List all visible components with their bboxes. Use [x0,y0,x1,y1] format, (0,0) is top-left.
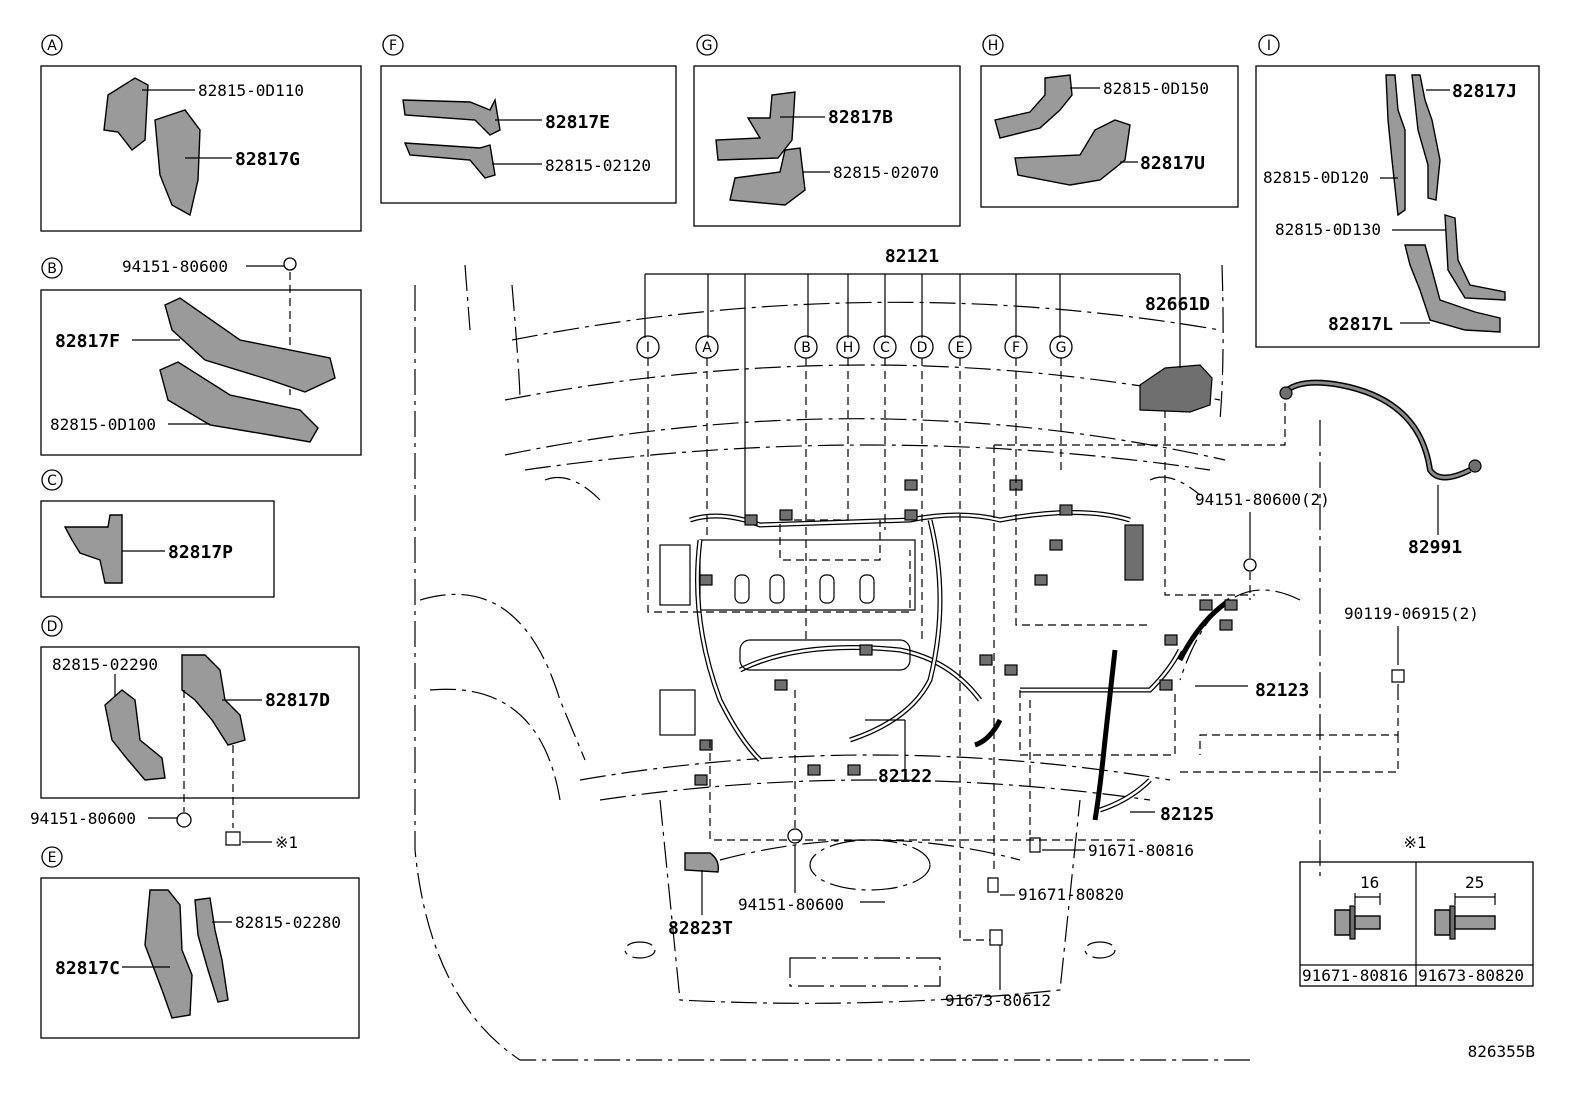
part-82817G: 82817G [235,149,300,170]
section-f: F 82817E 82815-02120 [380,34,677,204]
part-82815-0D150: 82815-0D150 [1103,79,1209,98]
section-a: A 82815-0D110 82817G [40,34,362,232]
part-90119-06915-2: 90119-06915(2) [1344,604,1479,623]
callout-b: B [801,340,811,356]
section-i-letter: I [1267,38,1271,54]
part-82817L: 82817L [1328,314,1393,335]
bolt-1: 16 91671-80816 [1302,873,1408,985]
part-82817F: 82817F [55,331,120,352]
section-d: D 82815-02290 82817D 94151-80600 ※1 [30,615,360,852]
callout-e: E [956,340,965,356]
callout-a: A [702,340,712,356]
part-82991: 82991 [1408,537,1462,558]
part-94151-80600-2: 94151-80600(2) [1195,490,1330,509]
section-b-letter: B [47,261,57,277]
section-g: G 82817B 82815-02070 [693,34,961,227]
connectors [694,479,1238,786]
callout-c: C [880,340,890,356]
part-82817U: 82817U [1140,153,1205,174]
callout-d: D [917,340,928,356]
part-94151-80600-d: 94151-80600 [30,809,136,828]
section-a-letter: A [47,38,57,54]
part-82817E: 82817E [545,112,610,133]
section-d-letter: D [47,619,58,635]
section-e-letter: E [48,850,57,866]
part-82123: 82123 [1255,680,1309,701]
part-82815-02280: 82815-02280 [235,913,341,932]
part-82817D: 82817D [265,690,330,711]
callout-g: G [1056,340,1067,356]
callout-h: H [843,340,854,356]
section-h: H 82815-0D150 82817U [980,34,1239,208]
section-h-letter: H [988,38,999,54]
part-94151-80600-bay: 94151-80600 [738,895,844,914]
ignition-coils [734,574,875,604]
part-82817C: 82817C [55,958,120,979]
bay-callouts: I A B H C D E F G [636,335,1073,359]
section-g-letter: G [702,38,713,54]
part-82823T: 82823T [668,918,733,939]
bolt-1-part: 91671-80816 [1302,966,1408,985]
part-82815-0D130: 82815-0D130 [1275,220,1381,239]
part-82125: 82125 [1160,804,1214,825]
part-91671-80820-bay: 91671-80820 [1018,885,1124,904]
section-f-letter: F [389,38,397,54]
part-91673-80612: 91673-80612 [945,991,1051,1010]
callout-i: I [646,340,650,356]
bolt-2: 25 91673-80820 [1418,873,1524,985]
part-82661D: 82661D [1145,294,1210,315]
part-82817B: 82817B [828,107,893,128]
part-82815-02070: 82815-02070 [833,163,939,182]
bolt-legend: ※1 16 91671-80816 25 91673-80820 [1299,833,1534,987]
callout-f: F [1012,340,1020,356]
bolt-2-part: 91673-80820 [1418,966,1524,985]
part-82122: 82122 [878,766,932,787]
part-82815-0D120: 82815-0D120 [1263,168,1369,187]
harness-82121: 82121 [885,246,939,267]
part-82817P: 82817P [168,542,233,563]
engine-bay: 82121 I A B H C D E F [414,246,1482,1061]
section-c: C 82817P [40,469,275,598]
part-82817J: 82817J [1452,81,1517,102]
section-e: E 82815-02280 82817C [40,846,360,1039]
figure-id: 826355B [1468,1042,1535,1061]
part-91671-80816-bay: 91671-80816 [1088,841,1194,860]
bolt-1-dim: 16 [1360,873,1379,892]
part-94151-80600-b: 94151-80600 [122,257,228,276]
section-b: B 94151-80600 82817F 82815-0D100 [40,257,362,456]
ref-note-1-d: ※1 [275,833,298,852]
section-i: I 82817J 82815-0D120 82815-0D130 82817L [1255,34,1540,348]
part-82815-02120: 82815-02120 [545,156,651,175]
part-82815-02290: 82815-02290 [52,655,158,674]
legend-title: ※1 [1403,833,1426,852]
part-82815-0D100: 82815-0D100 [50,415,156,434]
part-82815-0D110: 82815-0D110 [198,81,304,100]
section-c-letter: C [47,473,57,489]
bolt-2-dim: 25 [1465,873,1484,892]
